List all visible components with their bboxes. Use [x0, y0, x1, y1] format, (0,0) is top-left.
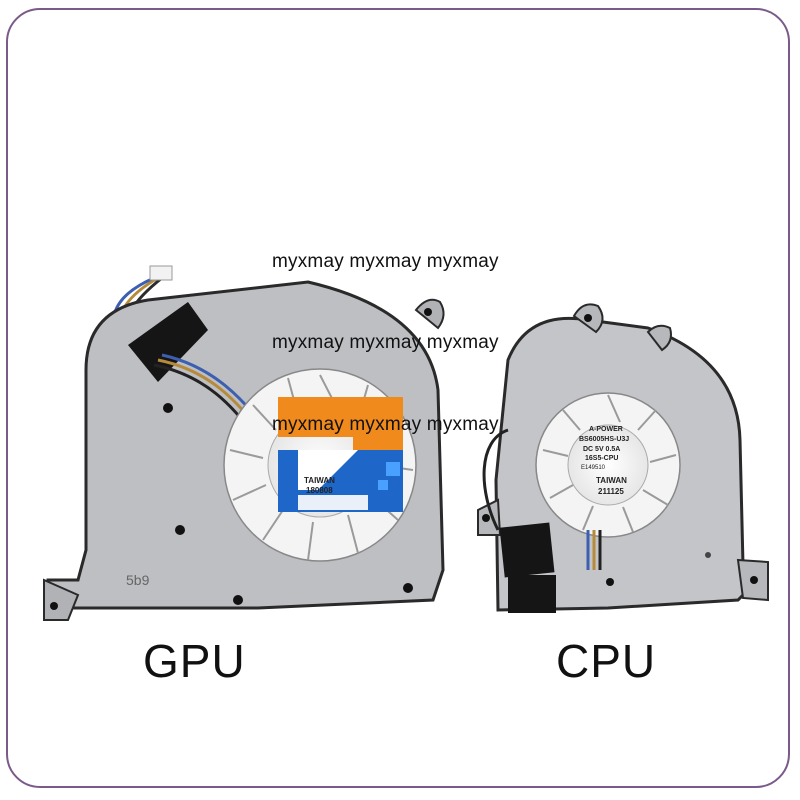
- cpu-fan-tape-lower: [508, 575, 556, 613]
- fans-photo: [43, 265, 769, 621]
- gpu-sticker-date: 180808: [306, 486, 333, 495]
- image-frame: TAIWAN 180808 5b9 A-POWER BS6005HS-U3J D…: [6, 8, 790, 788]
- gpu-fan-stamp: 5b9: [126, 572, 150, 588]
- cpu-sticker-date: 211125: [598, 487, 624, 496]
- gpu-sticker-origin: TAIWAN: [304, 476, 335, 485]
- watermark-row-2: myxmay myxmay myxmay: [272, 332, 499, 353]
- cpu-fan: [477, 303, 769, 613]
- cpu-sticker-cert: E149510: [581, 465, 606, 471]
- watermark-row-3: myxmay myxmay myxmay: [272, 414, 499, 435]
- cpu-sticker-part: 16S5-CPU: [585, 455, 619, 462]
- z-logo-icon: [278, 397, 403, 512]
- gpu-fan-tape: [128, 302, 208, 382]
- cpu-fan-blades: [542, 394, 677, 533]
- cpu-label: CPU: [556, 635, 657, 687]
- cpu-sticker-rating: DC 5V 0.5A: [583, 446, 621, 453]
- cpu-sticker-model: BS6005HS-U3J: [579, 436, 630, 443]
- gpu-fan-connector: [149, 265, 173, 281]
- cpu-sticker-origin: TAIWAN: [596, 476, 627, 485]
- cpu-sticker-brand: A-POWER: [589, 426, 623, 433]
- cpu-fan-tape: [499, 522, 555, 578]
- gpu-label: GPU: [143, 635, 246, 687]
- watermark-row-1: myxmay myxmay myxmay: [272, 251, 499, 272]
